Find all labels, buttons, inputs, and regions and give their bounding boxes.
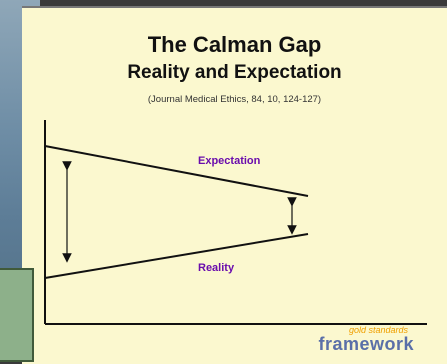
reality-line <box>44 233 309 279</box>
slide: The Calman Gap Reality and Expectation (… <box>22 6 447 364</box>
gap-diagram <box>44 120 427 325</box>
expectation-line <box>44 145 309 197</box>
slide-subtitle: Reality and Expectation <box>127 62 342 83</box>
reality-label: Reality <box>198 262 235 274</box>
gold-standards-framework-logo: gold standards framework <box>294 323 424 361</box>
slide-title: The Calman Gap <box>147 32 322 57</box>
logo-main-text: framework <box>318 334 414 354</box>
expectation-label: Expectation <box>198 155 261 167</box>
slide-citation: (Journal Medical Ethics, 84, 10, 124-127… <box>147 94 322 105</box>
overlay-panel <box>0 268 34 362</box>
logo-small-text: gold standards <box>348 325 408 335</box>
